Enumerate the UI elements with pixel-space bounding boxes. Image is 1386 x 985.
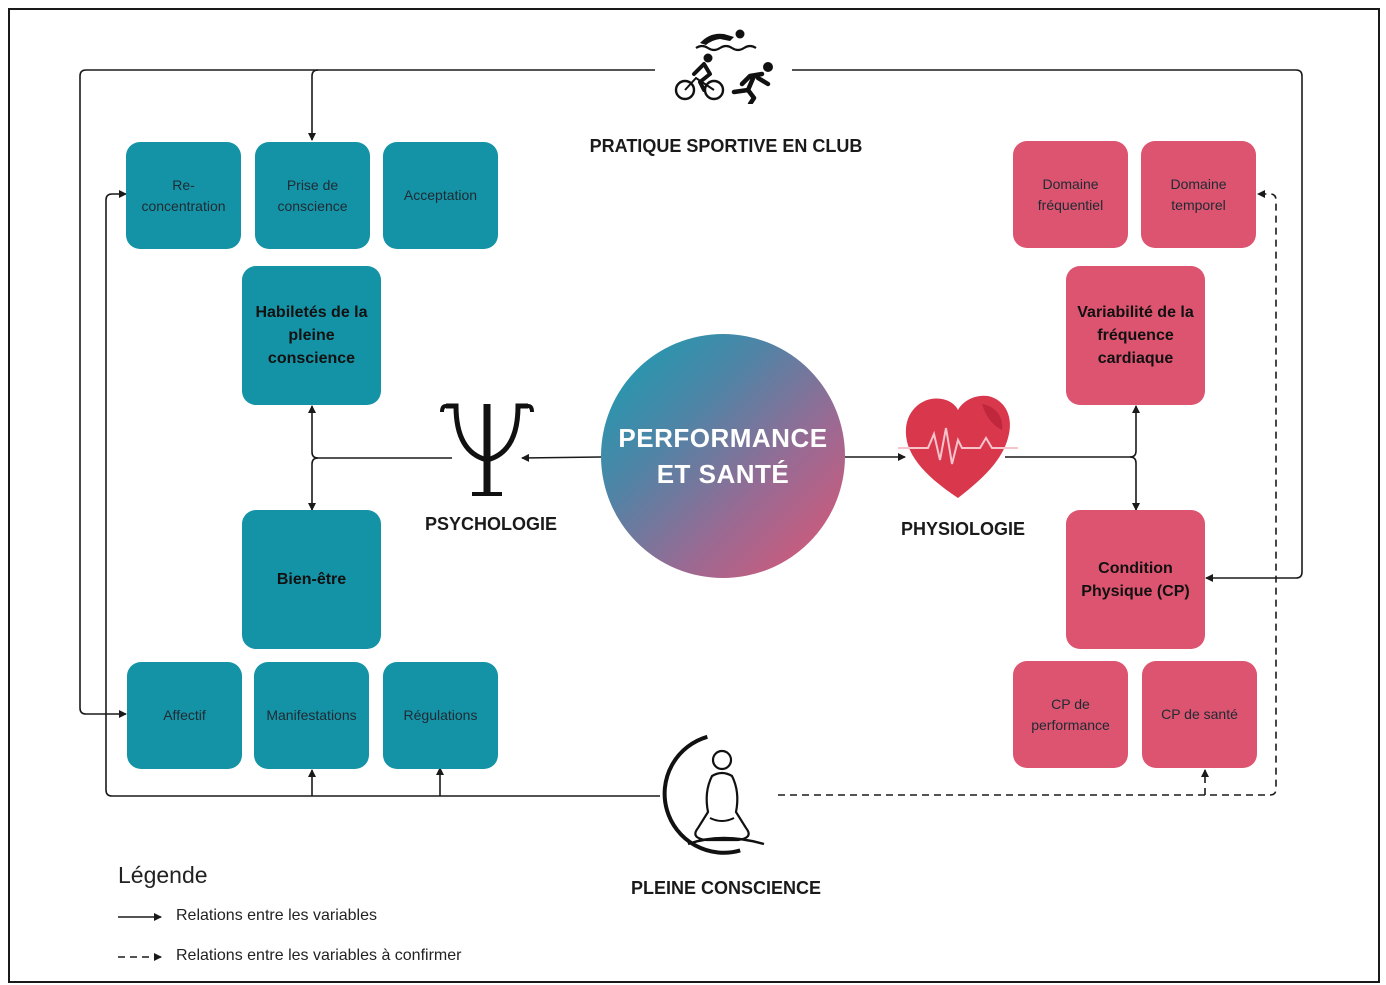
affectif-box: Affectif <box>127 662 242 769</box>
wellbeing-box: Bien-être <box>242 510 381 649</box>
top-right-line <box>792 69 1303 582</box>
psychology-label: PSYCHOLOGIE <box>424 514 558 534</box>
acceptation-box: Acceptation <box>383 142 498 249</box>
cyclist-icon <box>674 53 725 101</box>
manifestations-box: Manifestations <box>254 662 369 769</box>
heart-to-fitness-line <box>1129 456 1140 511</box>
mindfulness-label: PLEINE CONSCIENCE <box>630 878 822 898</box>
mindfulness-right-dashed-line <box>778 190 1277 796</box>
heart-branch-line <box>1005 405 1140 458</box>
mindfulness-skills-box: Habiletés de la pleine conscience <box>242 266 381 405</box>
top-to-prise-line <box>308 69 319 141</box>
center-to-psi-line <box>521 453 602 462</box>
legend-title: Légende <box>118 862 208 888</box>
prise-de-conscience-box: Prise de conscience <box>255 142 370 249</box>
reconcentration-box: Re-concentration <box>126 142 241 249</box>
performance-fitness-box: CP de performance <box>1013 661 1128 768</box>
regulations-box: Régulations <box>383 662 498 769</box>
runner-icon <box>731 62 773 104</box>
top-left-line <box>79 69 655 718</box>
meditation-icon <box>662 734 765 855</box>
frequency-domain-box: Domaine fréquentiel <box>1013 141 1128 248</box>
psi-icon <box>440 403 534 496</box>
psi-branch-line <box>308 405 452 459</box>
time-domain-box: Domaine temporel <box>1141 141 1256 248</box>
physiology-label: PHYSIOLOGIE <box>900 519 1026 539</box>
center-label-line1: PERFORMANCE <box>618 423 828 453</box>
center-label-line2: ET SANTÉ <box>656 459 790 489</box>
legend-solid-label: Relations entre les variables <box>176 907 377 924</box>
health-fitness-box: CP de santé <box>1142 661 1257 768</box>
heart-icon <box>898 395 1018 498</box>
hrv-box: Variabilité de la fréquence cardiaque <box>1066 266 1205 405</box>
performance-health-circle: PERFORMANCE ET SANTÉ <box>601 334 845 578</box>
legend-dashed-label: Relations entre les variables à confirme… <box>176 947 462 964</box>
physical-fitness-box: Condition Physique (CP) <box>1066 510 1205 649</box>
sport-practice-label: PRATIQUE SPORTIVE EN CLUB <box>589 136 863 156</box>
psi-to-wellbeing-line <box>308 457 319 511</box>
swimmer-icon <box>695 29 757 52</box>
mindfulness-left-line <box>105 190 660 797</box>
